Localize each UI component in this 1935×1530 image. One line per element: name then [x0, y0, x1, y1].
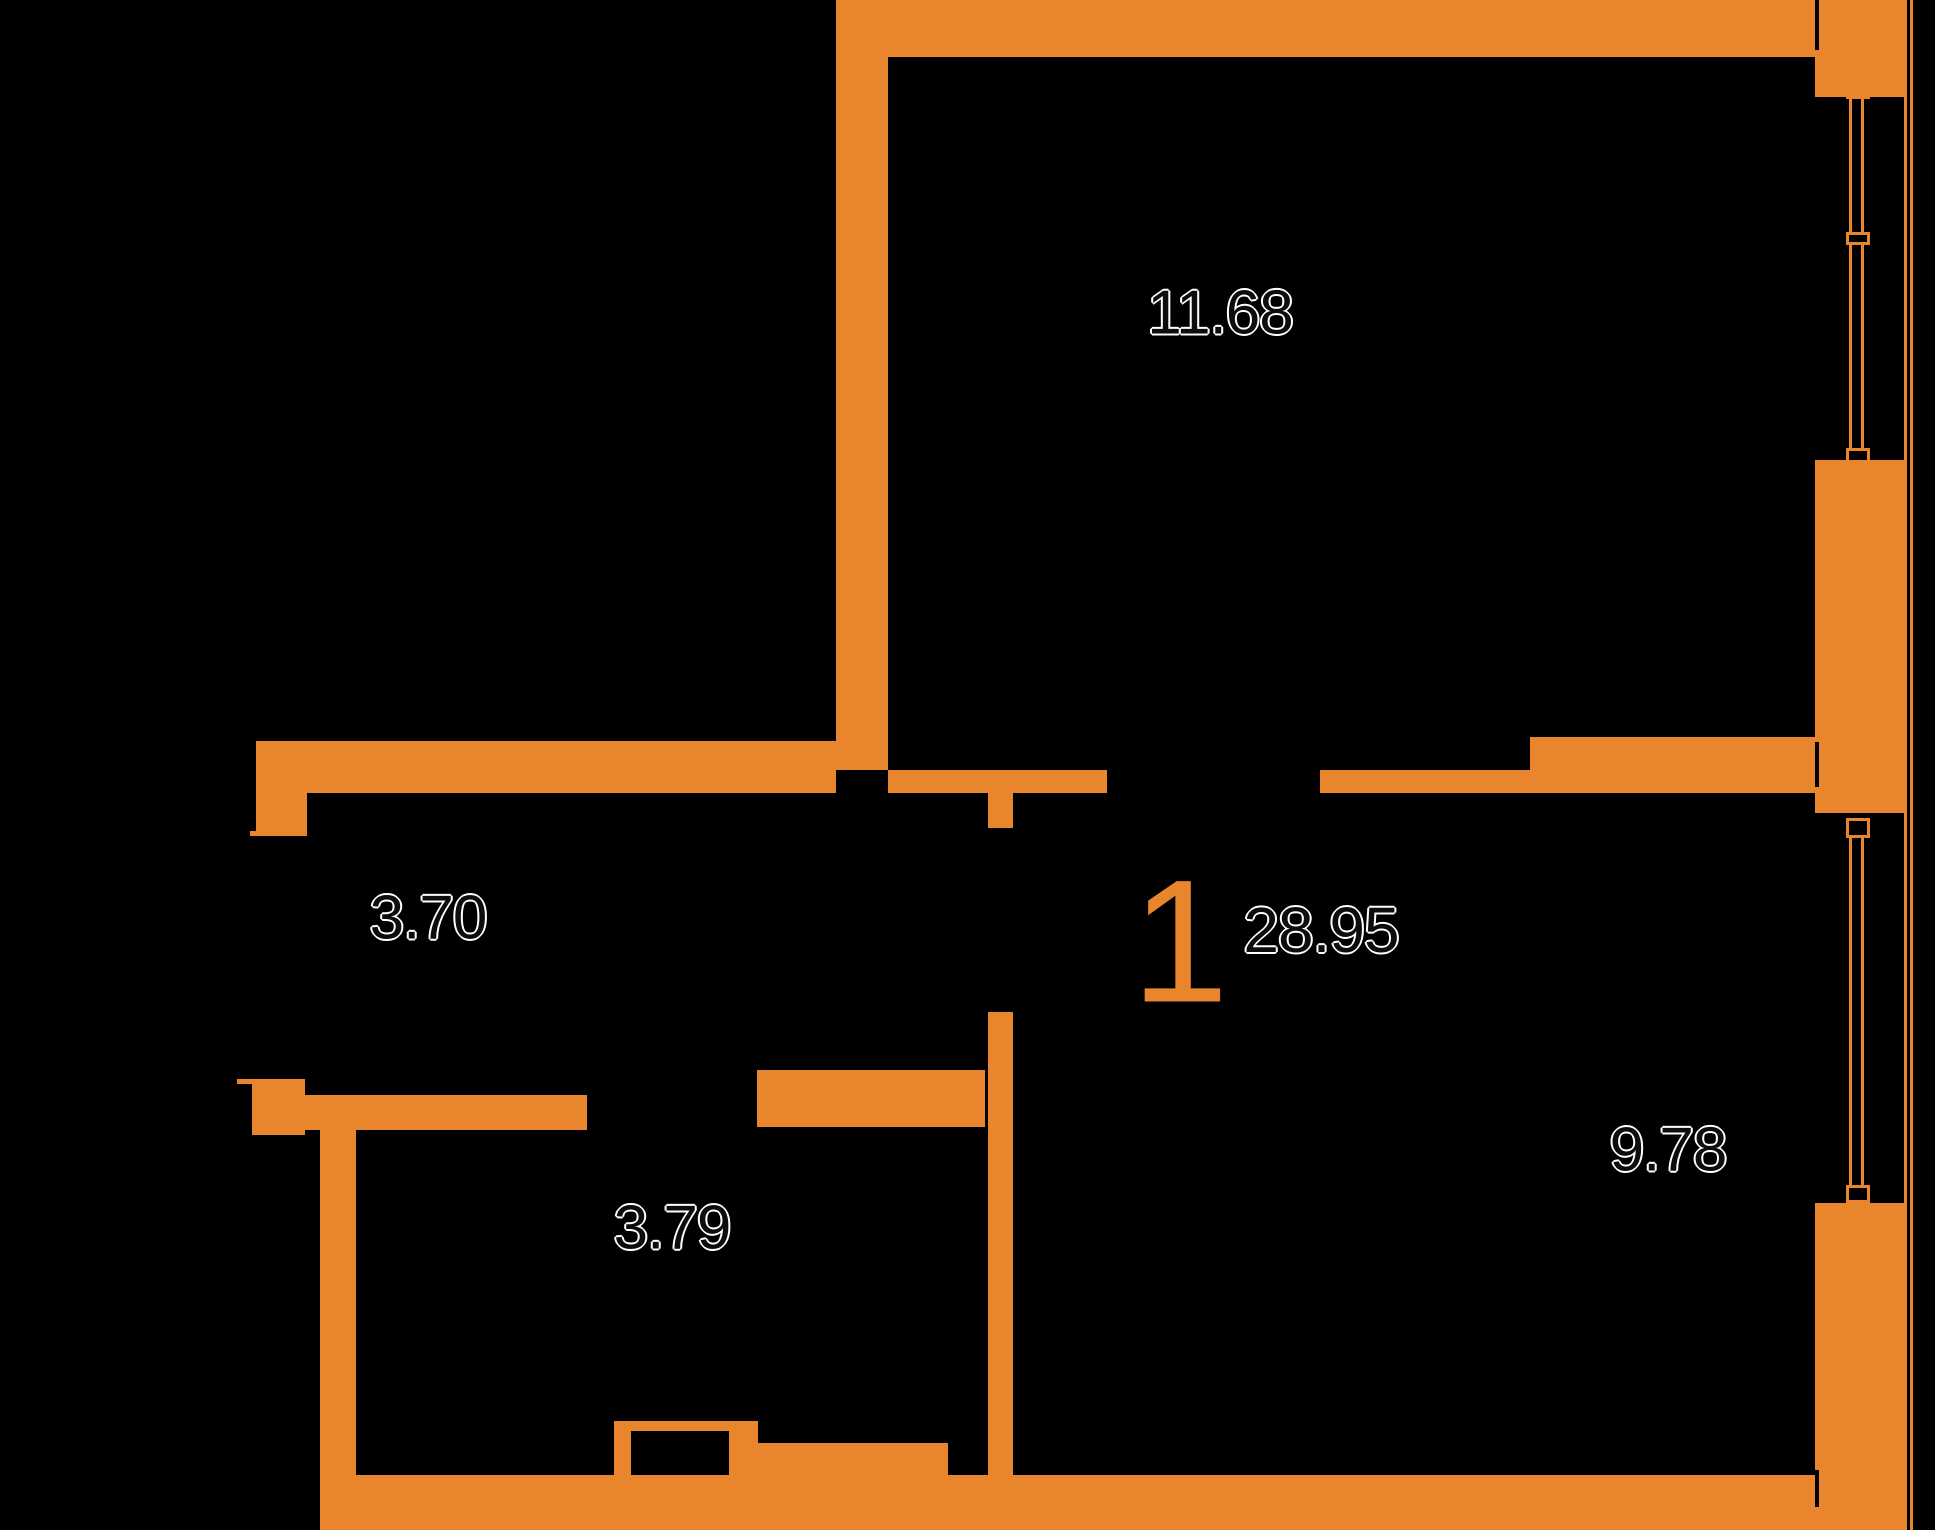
window1-glass-line-left-b: [1849, 245, 1852, 448]
room-area-label-kitchen: 9.78: [1609, 1115, 1728, 1185]
kitchen-west-wall: [988, 1012, 1013, 1475]
left-door-mark-lower: [237, 1079, 305, 1084]
entry-threshold-wall: [758, 1443, 948, 1475]
bathroom-north-wall-east: [757, 1070, 985, 1127]
window1-glass-line-right-a: [1861, 99, 1864, 232]
room-area-label-corridor: 3.70: [369, 883, 488, 953]
bedroom-south-wall-east-thick: [1530, 737, 1815, 793]
corridor-top-wall: [256, 741, 836, 793]
bathroom-west-wall: [320, 1128, 356, 1475]
window1-sash-top: [1846, 83, 1870, 99]
right-wall-upper: [1815, 57, 1904, 97]
bedroom-left-wall: [836, 57, 888, 770]
facade-line-outer: [1910, 0, 1913, 1530]
rooms-count-label: 1: [1131, 844, 1229, 1040]
wall-joint-line-middle: [1815, 742, 1819, 787]
right-wall-middle: [1815, 460, 1904, 813]
bathroom-north-wall-west: [305, 1095, 587, 1130]
window2-glass-line-right: [1861, 838, 1864, 1185]
top-wall: [836, 0, 1904, 57]
bottom-wall: [320, 1475, 1904, 1530]
room-area-label-bathroom: 3.79: [613, 1193, 732, 1263]
wall-joint-line-bottom: [1815, 1470, 1819, 1507]
entry-pier-lower: [252, 1080, 305, 1135]
room-area-label-bedroom: 11.68: [1147, 278, 1294, 348]
wall-joint-line-top: [1815, 0, 1819, 50]
entry-door-jamb-left: [614, 1421, 631, 1475]
window1-sash-bottom: [1846, 448, 1870, 464]
left-door-mark-upper: [250, 831, 307, 836]
facade-line-inner: [1904, 0, 1907, 1530]
window1-glass-line-left-a: [1849, 99, 1852, 232]
window2-sash-bottom: [1846, 1185, 1870, 1203]
window1-sash-middle: [1846, 232, 1870, 245]
window2-glass-line-left: [1849, 838, 1852, 1185]
bedroom-south-wall-west: [888, 770, 1107, 793]
entry-pier-upper: [256, 793, 307, 832]
bedroom-south-wall-east-thin: [1320, 770, 1530, 793]
window2-sash-top: [1846, 818, 1870, 838]
entry-door-lintel-line: [615, 1421, 758, 1431]
total-area-label: 28.95: [1243, 894, 1399, 966]
window1-glass-line-right-b: [1861, 245, 1864, 448]
corridor-door-jamb: [988, 793, 1013, 828]
